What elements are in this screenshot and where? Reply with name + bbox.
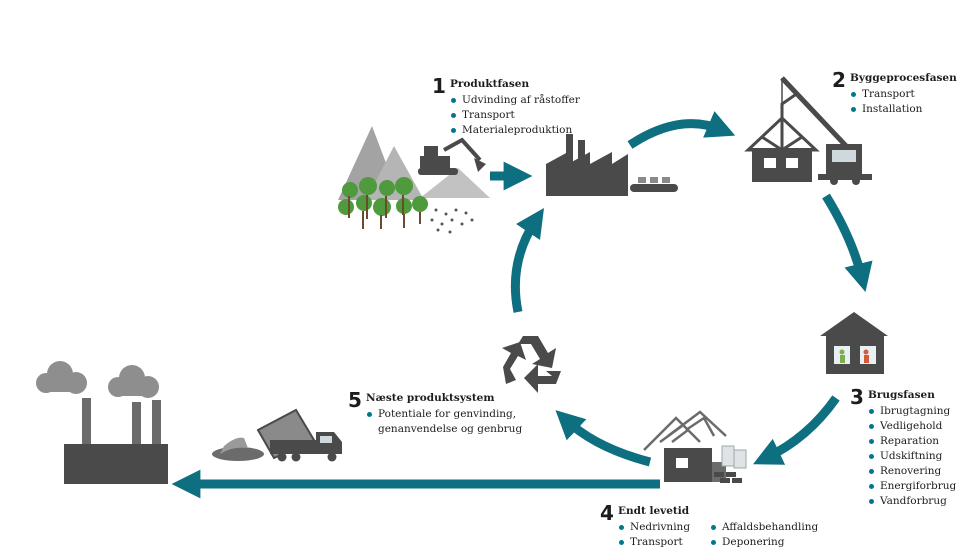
- stage-title: Endt levetid: [618, 505, 690, 517]
- arrow-factory-to-construction: [627, 111, 736, 149]
- arrow-endoflife-to-recycle: [555, 410, 652, 467]
- factory-icon: [546, 134, 628, 196]
- stage-number: 2: [832, 68, 846, 92]
- stage-items-col1: Nedrivning Transport: [618, 520, 690, 550]
- list-item: Ibrugtagning: [868, 404, 956, 419]
- list-item: Transport: [450, 108, 580, 123]
- list-item: Udskiftning: [868, 449, 956, 464]
- stage-items: Transport Installation: [850, 87, 922, 117]
- list-item: Vedligehold: [868, 419, 956, 434]
- list-item: Installation: [850, 102, 922, 117]
- stage-title: Produktfasen: [450, 78, 530, 90]
- list-item: Energiforbrug: [868, 479, 956, 494]
- list-item: Reparation: [868, 434, 956, 449]
- crane-truck-icon: [780, 76, 872, 185]
- list-item: Materialeproduktion: [450, 123, 580, 138]
- conveyor-icon: [630, 177, 678, 192]
- stage-title: Brugsfasen: [868, 389, 935, 401]
- stage-number: 5: [348, 388, 362, 412]
- stage-items: Udvinding af råstoffer Transport Materia…: [450, 93, 580, 138]
- excavator-icon: [418, 137, 486, 175]
- list-item-continuation: genanvendelse og genbrug: [378, 423, 523, 435]
- recycle-icon: [502, 336, 561, 393]
- arrow-recycle-to-factory: [510, 208, 544, 313]
- stage-items: Potentiale for genvinding, genanvendelse…: [366, 407, 522, 437]
- list-item: Vandforbrug: [868, 494, 956, 509]
- list-item: Transport: [618, 535, 690, 550]
- dump-truck-icon: [212, 408, 342, 462]
- mountains-trees-icon: [338, 126, 490, 234]
- stage-number: 3: [850, 385, 864, 409]
- house-icon: [820, 312, 888, 374]
- cycle-arrows: [171, 111, 873, 499]
- list-item: Nedrivning: [618, 520, 690, 535]
- stage-title: Næste produktsystem: [366, 392, 495, 404]
- arrow-construction-to-use: [822, 193, 873, 292]
- stage-number: 4: [600, 501, 614, 525]
- stage-items: Ibrugtagning Vedligehold Reparation Udsk…: [868, 404, 956, 509]
- list-item: Transport: [850, 87, 922, 102]
- house-frame-icon: [744, 93, 820, 182]
- factory-smoke-icon: [36, 361, 168, 484]
- list-item: Affaldsbehandling: [710, 520, 818, 535]
- stage-title: Byggeprocesfasen: [850, 72, 957, 84]
- list-item: Potentiale for genvinding,: [366, 407, 522, 422]
- list-item: Deponering: [710, 535, 818, 550]
- list-item: Udvinding af råstoffer: [450, 93, 580, 108]
- stage-number: 1: [432, 74, 446, 98]
- list-item: Renovering: [868, 464, 956, 479]
- arrow-use-to-endoflife: [753, 395, 840, 465]
- demolition-icon: [643, 410, 747, 483]
- stage-items-col2: Affaldsbehandling Deponering: [710, 520, 818, 550]
